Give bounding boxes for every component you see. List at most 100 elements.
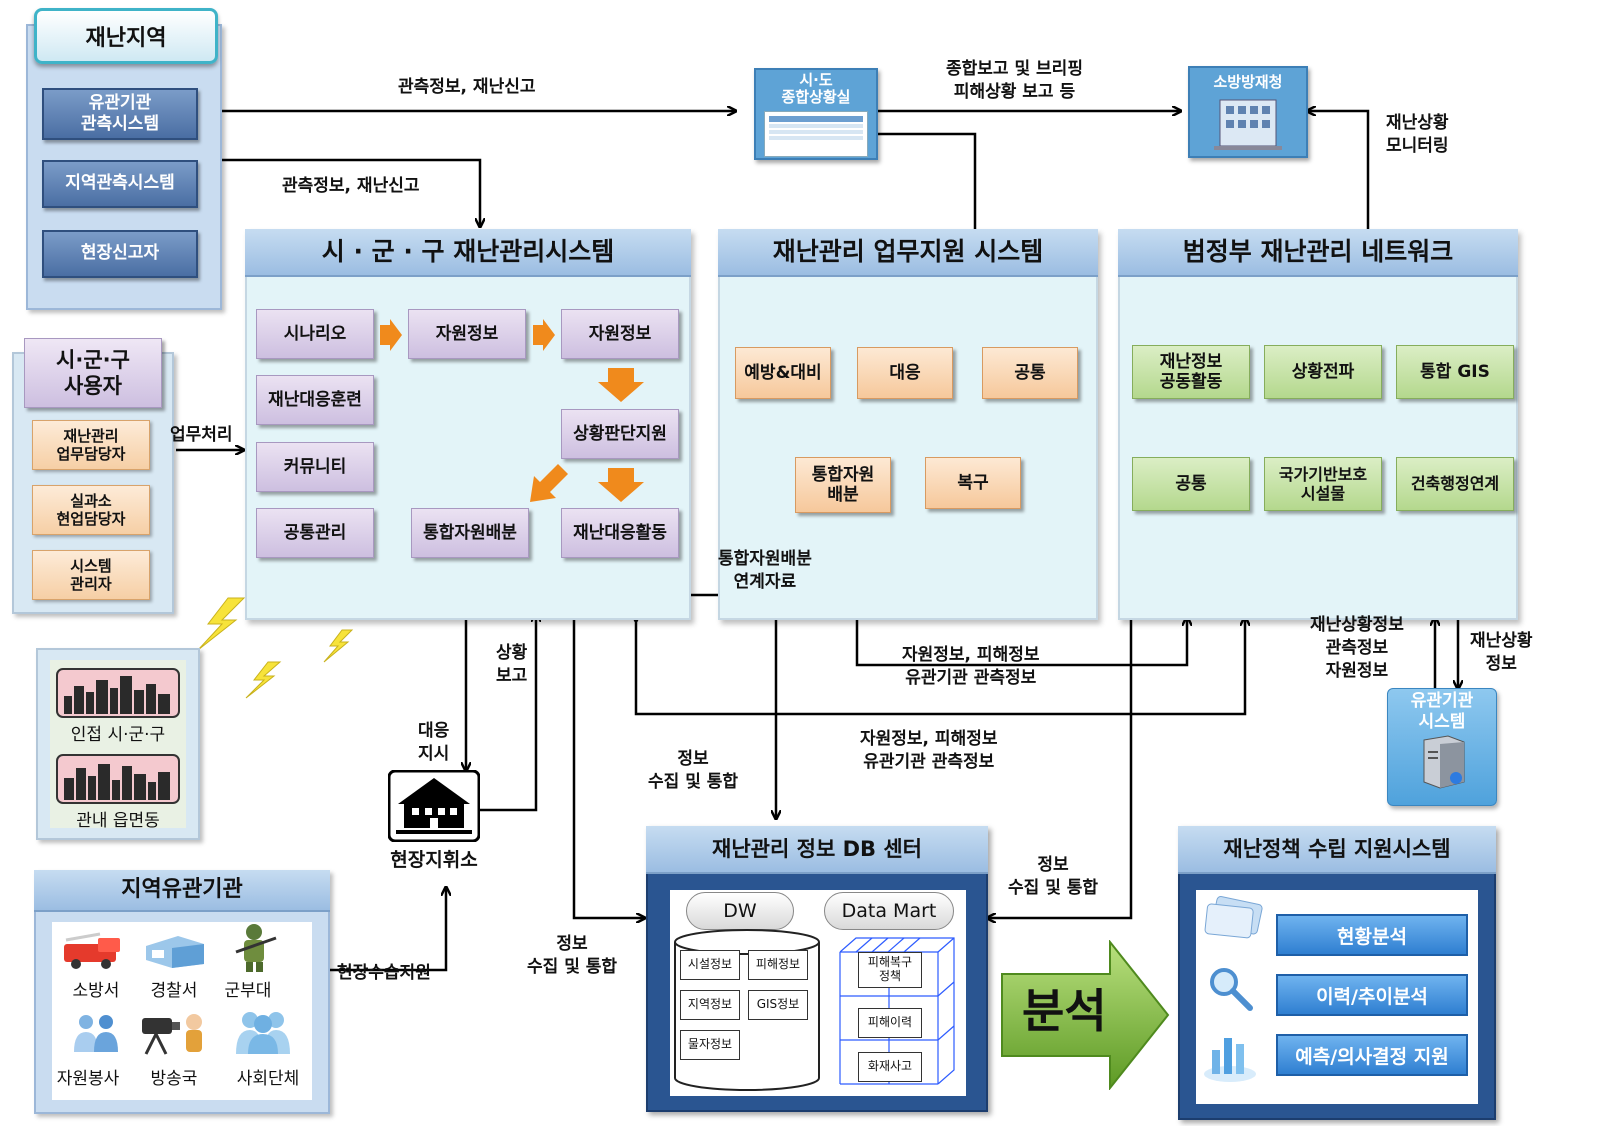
db-facility-info: 시설정보 xyxy=(680,950,740,980)
users-title-text: 시·군·구 사용자 xyxy=(56,347,130,398)
status-report-label: 상황 보고 xyxy=(496,643,528,686)
nearby-town-label: 관내 읍면동 xyxy=(76,811,160,831)
dw-label-text: DW xyxy=(723,900,757,922)
lightning-icon xyxy=(323,629,354,663)
user-system-admin[interactable]: 시스템 관리자 xyxy=(32,550,150,600)
integrated-dist-box[interactable]: 통합자원배분 xyxy=(411,508,529,558)
prevention-label: 예방&대비 xyxy=(744,362,822,383)
analysis-arrow-icon xyxy=(1001,940,1170,1090)
situation-broadcast-label: 상황전파 xyxy=(1291,361,1355,382)
flow-arrow-down-icon xyxy=(598,368,644,402)
agency-military-label: 군부대 xyxy=(224,981,272,1001)
datamart-label: Data Mart xyxy=(824,892,954,930)
building-admin-label: 건축행정연계 xyxy=(1410,474,1500,494)
network-panel xyxy=(1118,229,1518,620)
building-admin-box[interactable]: 건축행정연계 xyxy=(1396,457,1514,511)
resource-damage-label-1: 자원정보, 피해정보 유관기관 관측정보 xyxy=(902,645,1040,688)
training-label: 재난대응훈련 xyxy=(268,389,362,410)
response-activity-box[interactable]: 재난대응활동 xyxy=(561,508,679,558)
gis-box[interactable]: 통합 GIS xyxy=(1396,345,1514,399)
dist-link-label: 통합자원배분 연계자료 xyxy=(718,549,812,592)
nema[interactable]: 소방방재청 xyxy=(1188,66,1308,158)
prevention-box[interactable]: 예방&대비 xyxy=(735,347,831,399)
db-center-title: 재난관리 정보 DB 센터 xyxy=(712,837,922,861)
common-label: 공통 xyxy=(1014,362,1046,383)
trend-analysis-button[interactable]: 이력/추이분석 xyxy=(1276,974,1468,1016)
mart-damage-history: 피해이력 xyxy=(858,1008,922,1038)
support-system-title: 재난관리 업무지원 시스템 xyxy=(772,237,1044,266)
sido-title: 시·도 종합상황실 xyxy=(781,71,851,107)
obs-report-label-1: 관측정보, 재난신고 xyxy=(398,77,536,97)
common-box[interactable]: 공통 xyxy=(982,347,1078,399)
datamart-label-text: Data Mart xyxy=(841,900,937,922)
resource-info-box-2[interactable]: 자원정보 xyxy=(561,309,679,359)
building-icon xyxy=(1214,99,1282,150)
field-reporter[interactable]: 현장신고자 xyxy=(42,230,198,278)
flow-arrow-diagonal-icon xyxy=(530,464,568,502)
community-box[interactable]: 커뮤니티 xyxy=(256,442,374,492)
user-disaster-officer[interactable]: 재난관리 업무담당자 xyxy=(32,420,150,470)
regional-observation-system[interactable]: 지역관측시스템 xyxy=(42,160,198,208)
community-label: 커뮤니티 xyxy=(283,456,347,477)
gis-label: 통합 GIS xyxy=(1420,361,1490,382)
agency-broadcast-label: 방송국 xyxy=(150,1069,198,1089)
broadcast-camera-icon xyxy=(142,1014,202,1055)
social-group-icon xyxy=(236,1012,290,1054)
volunteer-icon xyxy=(74,1015,118,1052)
agency-police-label: 경찰서 xyxy=(150,981,198,1001)
scenario-box[interactable]: 시나리오 xyxy=(256,309,374,359)
info-sharing-label: 재난정보 공동활동 xyxy=(1159,351,1223,392)
agency-fire-label: 소방서 xyxy=(72,981,120,1001)
city-icon xyxy=(56,754,180,804)
situation-support-box[interactable]: 상황판단지원 xyxy=(561,409,679,459)
user-department-officer[interactable]: 실과소 현업담당자 xyxy=(32,485,150,535)
trend-analysis-label: 이력/추이분석 xyxy=(1316,985,1428,1008)
lightning-icon xyxy=(197,597,246,651)
network-header: 범정부 재난관리 네트워크 xyxy=(1118,229,1518,277)
flow-arrow-down-icon xyxy=(598,468,644,502)
db-gis-label: GIS정보 xyxy=(756,997,800,1012)
bar-chart-icon xyxy=(1204,1038,1256,1082)
db-supply-label: 물자정보 xyxy=(687,1037,733,1052)
training-box[interactable]: 재난대응훈련 xyxy=(256,375,374,425)
response-box[interactable]: 대응 xyxy=(857,347,953,399)
agency-observation-system[interactable]: 유관기관 관측시스템 xyxy=(42,88,198,140)
support-integrated-dist-box[interactable]: 통합자원 배분 xyxy=(795,457,891,513)
common-mgmt-box[interactable]: 공통관리 xyxy=(256,508,374,558)
obs-report-label-2: 관측정보, 재난신고 xyxy=(282,176,420,196)
resource-info-label-2: 자원정보 xyxy=(588,323,652,344)
info-sharing-box[interactable]: 재난정보 공동활동 xyxy=(1132,345,1250,399)
monitoring-label: 재난상황 모니터링 xyxy=(1386,113,1449,156)
response-activity-label: 재난대응활동 xyxy=(573,522,667,543)
mart-fire-label: 화재사고 xyxy=(867,1059,913,1074)
infrastructure-box[interactable]: 국가기반보호 시설물 xyxy=(1264,457,1382,511)
sido-screen xyxy=(764,110,868,157)
analysis-label: 분석 xyxy=(1022,984,1107,1038)
sido-situation-room[interactable]: 시·도 종합상황실 xyxy=(754,68,878,160)
network-title: 범정부 재난관리 네트워크 xyxy=(1182,237,1454,266)
support-system-header: 재난관리 업무지원 시스템 xyxy=(718,229,1098,277)
forecast-decision-button[interactable]: 예측/의사결정 지원 xyxy=(1276,1034,1468,1076)
scenario-label: 시나리오 xyxy=(283,323,347,344)
db-center-header: 재난관리 정보 DB 센터 xyxy=(646,826,988,874)
flow-arrow-right-icon xyxy=(380,319,402,351)
magnifier-icon xyxy=(1210,968,1253,1011)
user-system-admin-label: 시스템 관리자 xyxy=(70,557,112,593)
card-icon xyxy=(1204,896,1263,939)
db-gis-info: GIS정보 xyxy=(748,990,808,1020)
common-mgmt-label: 공통관리 xyxy=(283,522,347,543)
collect-label-1: 정보 수집 및 통합 xyxy=(648,749,739,792)
disaster-area-title-text: 재난지역 xyxy=(85,26,167,51)
soldier-icon xyxy=(235,924,277,972)
mart-recovery-policy: 피해복구 정책 xyxy=(858,952,922,988)
agency-system[interactable]: 유관기관 시스템 xyxy=(1387,688,1497,806)
db-facility-label: 시설정보 xyxy=(687,957,733,972)
network-common-box[interactable]: 공통 xyxy=(1132,457,1250,511)
resource-info-box-1[interactable]: 자원정보 xyxy=(408,309,526,359)
nema-title: 소방방재청 xyxy=(1213,73,1283,91)
situation-broadcast-box[interactable]: 상황전파 xyxy=(1264,345,1382,399)
status-analysis-button[interactable]: 현황분석 xyxy=(1276,914,1468,956)
recovery-box[interactable]: 복구 xyxy=(925,457,1021,509)
city-icon xyxy=(56,668,180,718)
regional-observation-label: 지역관측시스템 xyxy=(65,173,175,194)
